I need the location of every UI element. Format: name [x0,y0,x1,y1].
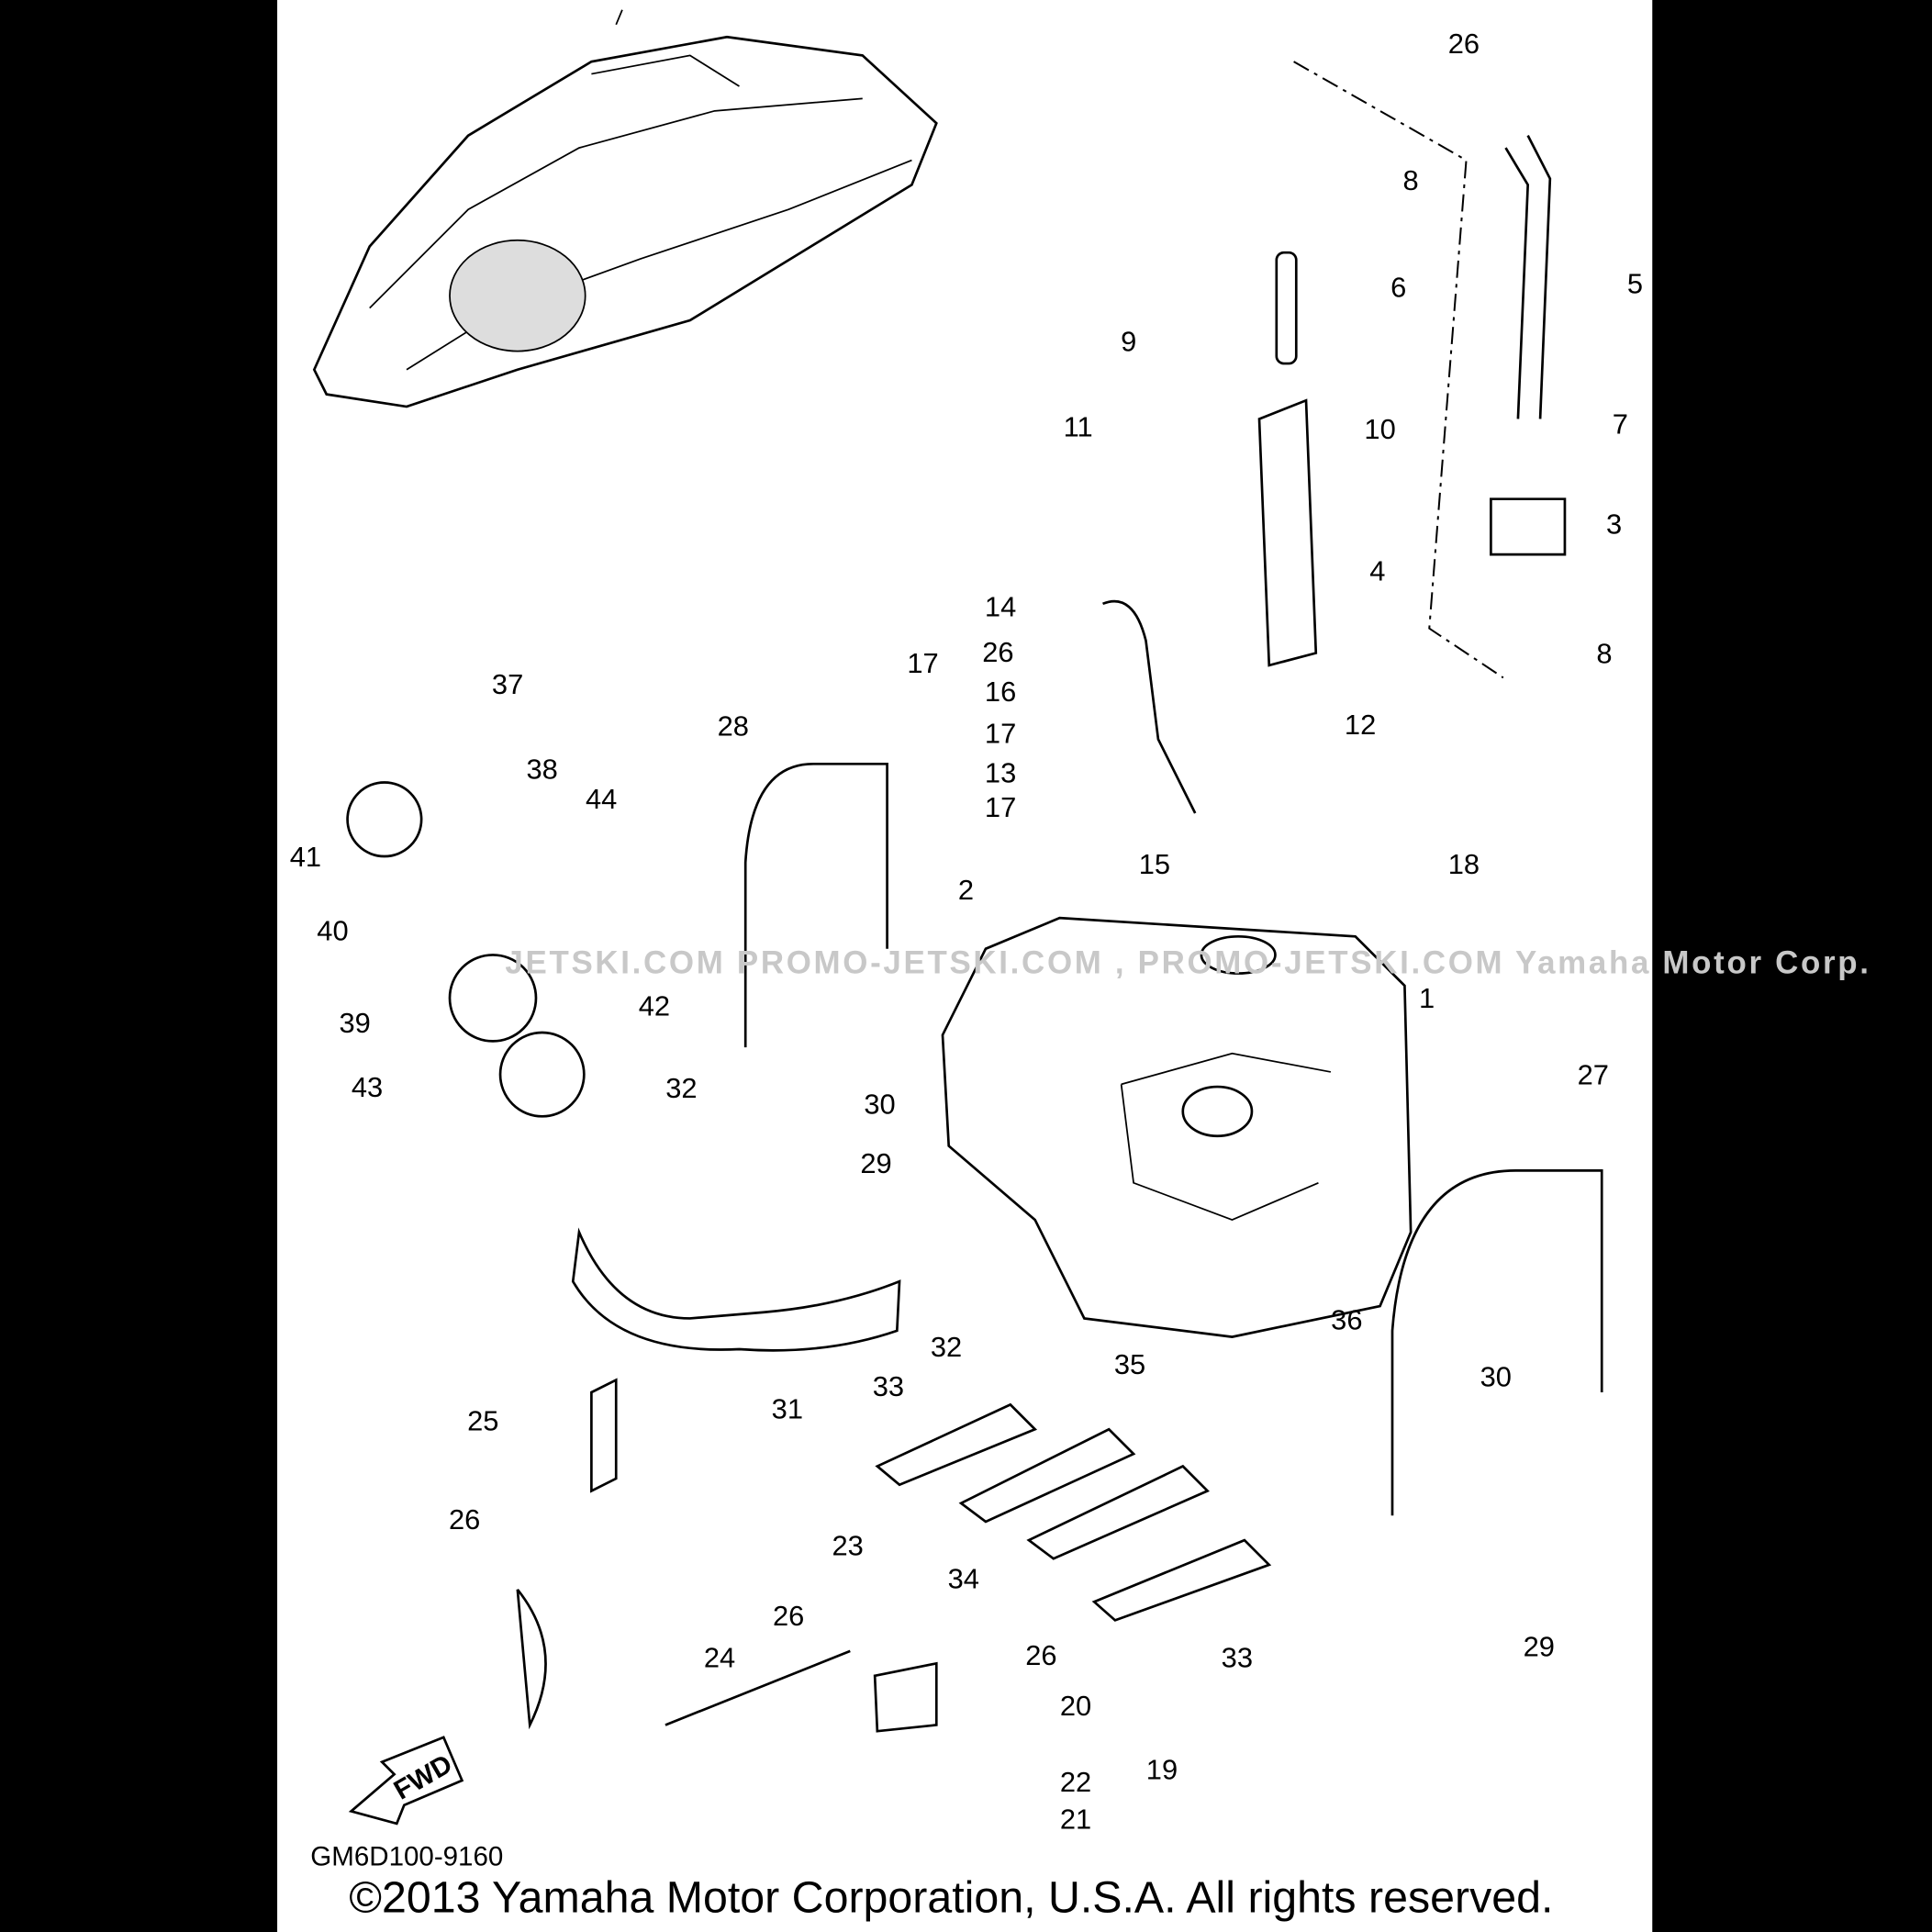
tank-strap-left [743,762,888,1048]
part-callout: 26 [1025,1639,1056,1671]
part-callout: 40 [317,914,348,946]
part-callout: 38 [527,754,558,786]
part-callout: 28 [718,710,749,743]
copyright-notice: ©2013 Yamaha Motor Corporation, U.S.A. A… [349,1873,1553,1923]
part-callout: 25 [467,1405,498,1437]
part-callout: 10 [1364,413,1395,445]
part-callout: 43 [352,1071,383,1103]
part-callout: 34 [948,1563,979,1595]
vent-pipe [1275,251,1298,365]
part-callout: 9 [1121,326,1136,358]
fuel-cap [346,781,423,858]
part-callout: 41 [290,841,321,873]
part-callout: 35 [1114,1348,1145,1380]
part-callout: 30 [1480,1360,1512,1392]
part-callout: 32 [931,1331,962,1363]
part-callout: 31 [772,1392,803,1424]
part-callout: 4 [1369,554,1385,586]
part-callout: 7 [1613,408,1628,441]
part-callout: 29 [1524,1630,1555,1662]
part-callout: 33 [873,1370,904,1402]
part-callout: 26 [1448,28,1480,60]
part-callout: 29 [860,1147,891,1179]
fuel-tank [941,916,1413,1338]
part-callout: 30 [864,1089,895,1121]
part-callout: 39 [339,1007,370,1039]
part-callout: 5 [1627,268,1643,300]
part-callout: 37 [492,668,523,700]
part-callout: 14 [985,590,1016,622]
part-callout: 42 [639,989,670,1022]
part-callout: 21 [1060,1803,1091,1835]
part-callout: 26 [982,636,1013,668]
part-callout: 17 [985,791,1016,823]
watercraft-illustration [312,9,938,408]
part-callout: 11 [1064,410,1093,442]
breather-hose [1102,599,1197,814]
part-callout: 12 [1345,709,1376,741]
part-callout: 27 [1578,1058,1609,1090]
fuel-cock [1490,497,1567,556]
filler-tube [1257,398,1318,667]
assembly-line [1293,61,1504,679]
pads [875,1402,1272,1622]
part-callout: 3 [1606,508,1622,540]
part-callout: 22 [1060,1766,1091,1798]
part-callout: 26 [773,1600,804,1632]
part-callout: 17 [985,718,1016,750]
tank-strap-right [1390,1169,1603,1516]
part-callout: 16 [985,676,1016,708]
part-callout: 20 [1060,1690,1091,1722]
part-callout: 44 [586,783,617,815]
part-callout: 36 [1331,1304,1362,1336]
diagram-code: GM6D100-9160 [310,1842,503,1872]
part-callout: 6 [1390,272,1406,304]
separator-hose [664,1649,851,1726]
fuel-filter [873,1661,938,1733]
part-callout: 17 [907,647,938,679]
part-callout: 23 [832,1529,863,1561]
part-callout: 18 [1448,848,1480,880]
part-callout: 19 [1146,1754,1178,1786]
part-callout: 32 [665,1072,697,1104]
part-callout: 8 [1596,637,1612,669]
part-callout: 24 [704,1641,735,1673]
watermark: JETSKI.COM PROMO-JETSKI.COM , PROMO-JETS… [505,945,1871,981]
part-callout: 8 [1403,164,1419,196]
part-callout: 13 [985,757,1016,789]
part-callout: 26 [449,1503,480,1536]
filler-hose [571,1227,901,1352]
part-callout: 2 [958,874,974,906]
part-callout: 33 [1222,1641,1253,1673]
part-callout: 1 [1419,982,1435,1014]
part-callout: 15 [1139,848,1170,880]
filler-neck [448,954,538,1043]
gasket [498,1031,586,1118]
fuel-hoses [1504,135,1552,419]
water-separator [516,1378,618,1730]
